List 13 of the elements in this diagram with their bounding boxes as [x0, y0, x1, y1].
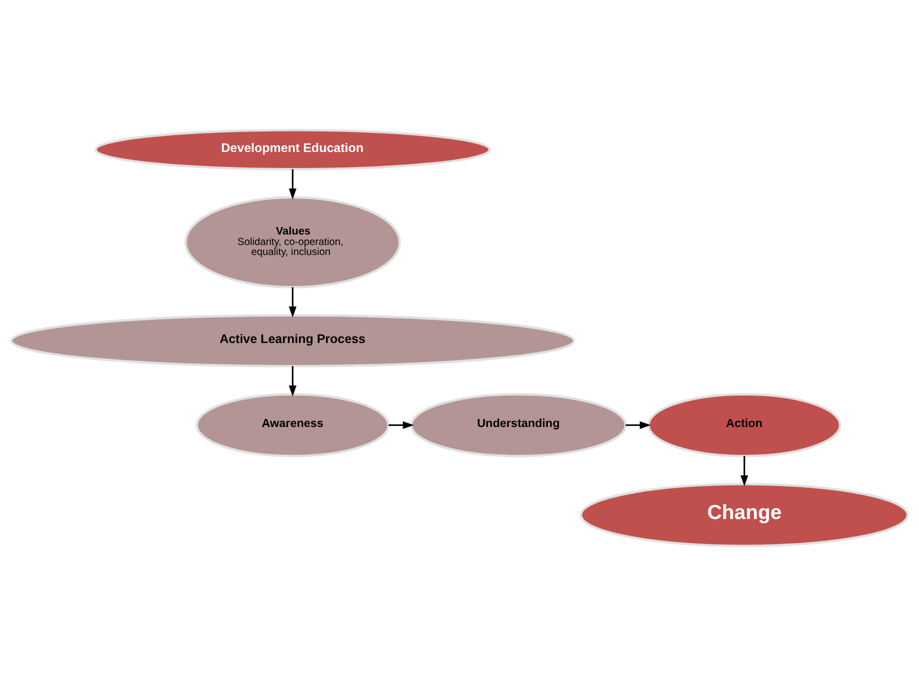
- node-ellipse: Action: [647, 393, 842, 458]
- arrow: [626, 421, 651, 429]
- node-ellipse: Development Education: [94, 128, 491, 170]
- node-ellipse: Understanding: [410, 393, 627, 458]
- arrow: [740, 456, 748, 486]
- node-ellipse: Awareness: [196, 393, 390, 458]
- arrow: [288, 366, 296, 396]
- arrow: [288, 287, 296, 318]
- arrow: [288, 169, 296, 200]
- arrow: [388, 421, 414, 429]
- node-ellipse: Values Solidarity, co-operation, equality, inclusion: [184, 196, 401, 288]
- node-ellipse: Active Learning Process: [10, 314, 576, 368]
- node-ellipse: Change: [580, 482, 909, 548]
